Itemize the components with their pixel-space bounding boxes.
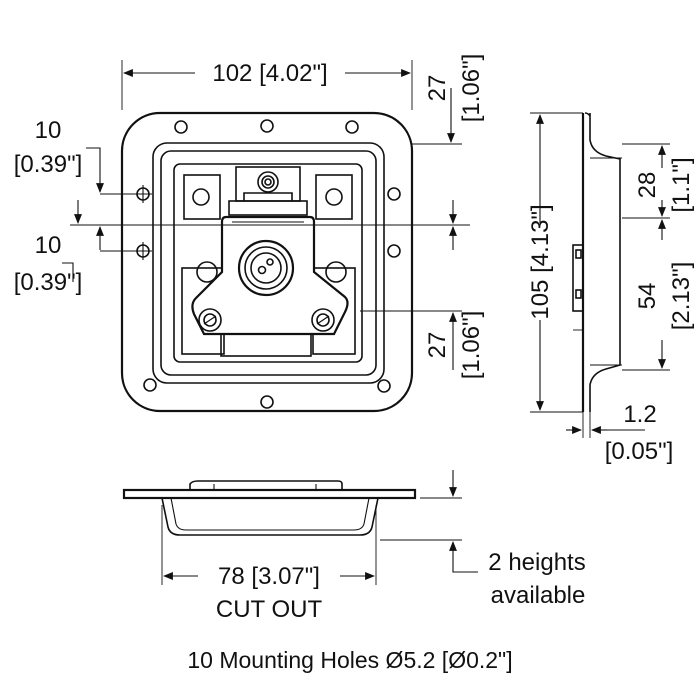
bottom-view	[122, 480, 417, 536]
heights-line1: 2 heights	[488, 549, 585, 576]
dish-wall	[152, 142, 385, 384]
mounting-holes-note: 10 Mounting Holes Ø5.2 [Ø0.2"]	[187, 647, 512, 673]
thickness-in: [0.05"]	[605, 438, 674, 465]
cutout-label: CUT OUT	[216, 596, 323, 623]
thickness-mm: 1.2	[623, 401, 656, 428]
hole-lower-in: [0.39"]	[14, 269, 83, 296]
bottom-offset-in: [1.06"]	[458, 311, 485, 380]
top-offset-in: [1.06"]	[458, 54, 485, 123]
side-view	[572, 112, 622, 412]
cutout-width-label: 78 [3.07"]	[218, 563, 320, 590]
mounting-holes	[134, 119, 401, 409]
side-dimensions: 105 [4.13"] 28 [1.1"] 54 [2.13"] 1.2 [0.…	[527, 112, 695, 465]
side-upper-in: [1.1"]	[668, 157, 695, 212]
front-view	[120, 111, 414, 413]
top-offset-mm: 27	[424, 75, 451, 102]
flange-outline	[120, 111, 414, 413]
bottom-offset-mm: 27	[424, 332, 451, 359]
width-top-label: 102 [4.02"]	[212, 60, 327, 87]
hole-lower-mm: 10	[35, 232, 62, 259]
hole-upper-mm: 10	[35, 117, 62, 144]
bottom-flange	[122, 488, 417, 500]
front-dimensions: 102 [4.02"] 27 [1.06"] 10 [0.39"] 10 [0.…	[14, 54, 485, 380]
lock-cylinder	[237, 239, 295, 297]
side-upper-mm: 28	[634, 172, 661, 199]
bottom-dimensions: 78 [3.07"] CUT OUT 2 heights available	[161, 470, 586, 623]
side-height-label: 105 [4.13"]	[527, 204, 554, 319]
hole-upper-in: [0.39"]	[14, 151, 83, 178]
side-lower-mm: 54	[634, 283, 661, 310]
inner-well	[173, 163, 363, 363]
side-lower-in: [2.13"]	[668, 262, 695, 331]
heights-line2: available	[491, 582, 586, 609]
keeper-pin	[257, 171, 279, 193]
